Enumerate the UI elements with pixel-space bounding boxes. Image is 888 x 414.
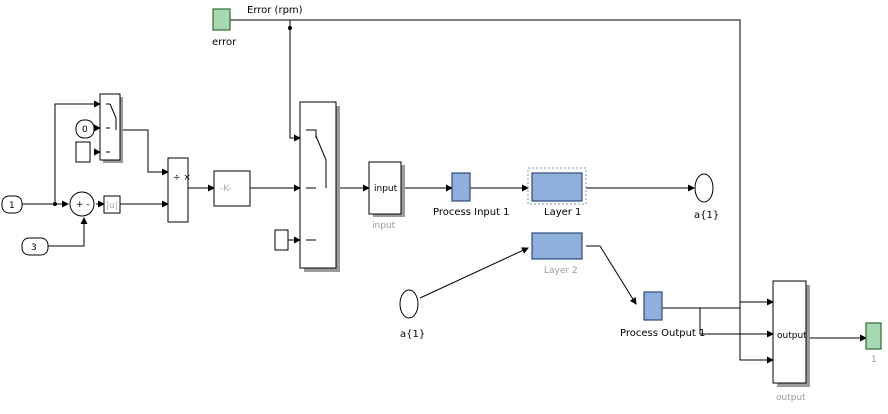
signal-lines xyxy=(22,19,867,364)
wire-layer2-to-processoutput xyxy=(586,245,637,305)
abs-block[interactable]: |u| xyxy=(103,195,121,214)
layer2-label: Layer 2 xyxy=(544,266,578,276)
a1-goto-block[interactable]: a{1} xyxy=(694,173,719,221)
outport-one-label: 1 xyxy=(871,355,877,365)
constant-three-block[interactable]: 3 xyxy=(21,237,49,256)
error-outport-label: error xyxy=(212,37,237,48)
switch-small-block[interactable] xyxy=(99,93,123,163)
wire-error-to-output-bottom xyxy=(739,302,774,364)
layer2-block[interactable]: Layer 2 xyxy=(531,232,583,276)
process-input-block[interactable]: Process Input 1 xyxy=(433,172,510,218)
gain-block[interactable]: -K- xyxy=(213,170,251,207)
process-output-block[interactable]: Process Output 1 xyxy=(620,291,705,339)
a1-goto-label: a{1} xyxy=(694,210,719,221)
wire-from-to-layer2 xyxy=(419,247,529,299)
wire-switch-to-divide xyxy=(122,129,169,176)
inport-one-value: 1 xyxy=(9,201,15,211)
small-constant-block[interactable] xyxy=(274,229,289,251)
layer1-block[interactable]: Layer 1 xyxy=(527,167,587,218)
a1-from-label: a{1} xyxy=(400,329,425,340)
layer1-label: Layer 1 xyxy=(544,207,581,218)
constant-three-value: 3 xyxy=(31,243,37,253)
input-block-caption: input xyxy=(372,221,396,231)
wire-error-to-switch xyxy=(289,28,301,142)
outport-one-block[interactable]: 1 xyxy=(865,322,882,365)
process-output-label: Process Output 1 xyxy=(620,328,705,339)
gain-label: -K- xyxy=(220,184,231,194)
error-signal-label: Error (rpm) xyxy=(247,5,303,16)
sum-block[interactable]: + - xyxy=(69,191,95,217)
divide-block[interactable]: ÷ × xyxy=(167,157,191,223)
multiport-switch-block[interactable] xyxy=(299,101,340,272)
constant-zero-value: 0 xyxy=(82,125,88,135)
output-block-inner: output xyxy=(777,331,807,341)
abs-label: |u| xyxy=(106,201,118,211)
error-outport-block[interactable]: error xyxy=(212,8,237,48)
output-block-caption: output xyxy=(776,393,806,403)
wire-processoutput-route xyxy=(662,307,773,335)
wire-three-to-sum xyxy=(48,217,88,247)
constant-zero-block[interactable]: 0 xyxy=(75,119,95,163)
process-input-label: Process Input 1 xyxy=(433,207,510,218)
divide-signs: ÷ × xyxy=(173,173,191,183)
wire-in1-to-switch xyxy=(54,100,101,204)
a1-from-block[interactable]: a{1} xyxy=(399,289,425,340)
input-block-inner: input xyxy=(374,184,398,194)
output-block[interactable]: output output xyxy=(772,280,810,403)
inport-one-block[interactable]: 1 xyxy=(1,195,23,214)
sum-signs: + - xyxy=(76,200,90,210)
wire-error-to-output xyxy=(230,19,774,306)
input-block[interactable]: input input xyxy=(368,161,405,231)
